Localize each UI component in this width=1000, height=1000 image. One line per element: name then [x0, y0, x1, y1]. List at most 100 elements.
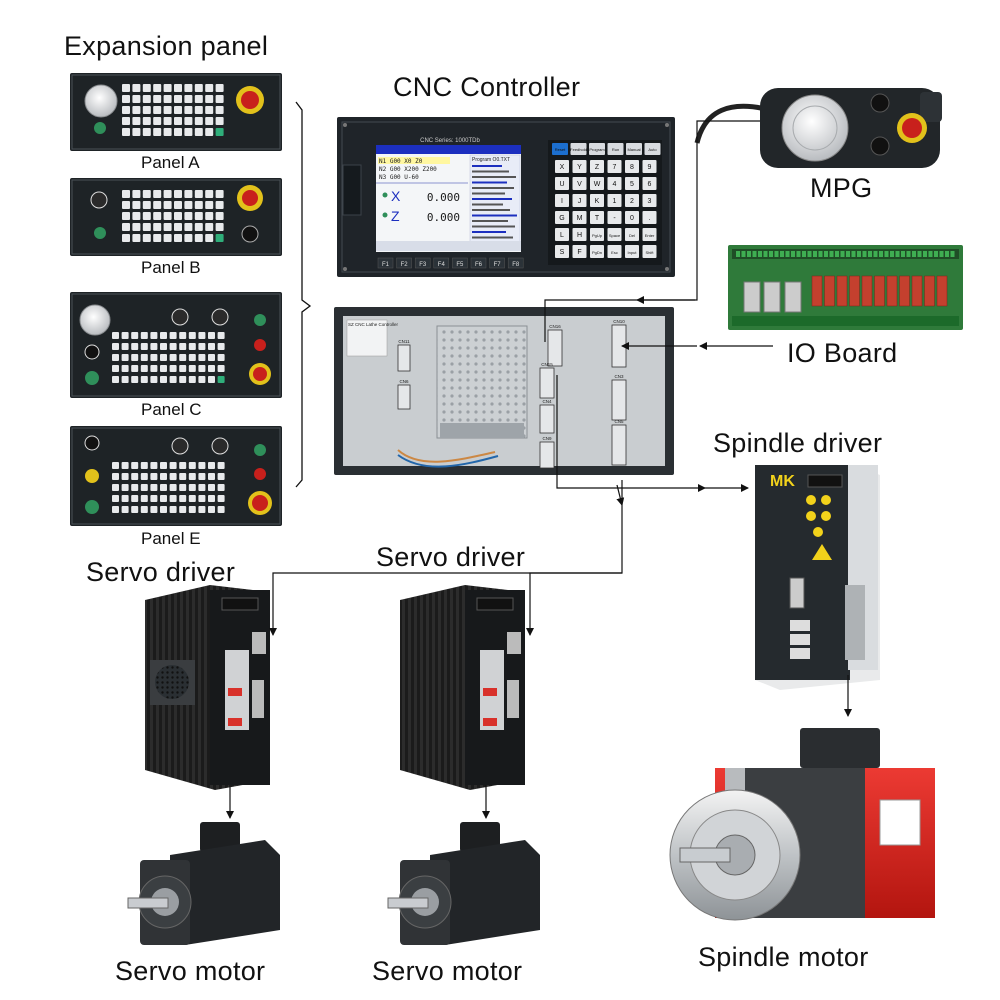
panel-key — [153, 117, 162, 125]
panel-key — [184, 190, 193, 198]
connector-label: CN6 — [399, 379, 408, 384]
softkey-f6 — [470, 257, 487, 269]
softkey-label: F3 — [419, 262, 427, 268]
keypad-key-label: 9 — [648, 164, 652, 171]
panel-key — [208, 495, 215, 502]
keypad-key — [607, 245, 622, 258]
rear-title-text: SZ CNC Lathe Controller — [348, 322, 399, 327]
panel-key — [184, 234, 193, 242]
keypad-key — [555, 194, 569, 207]
knob-icon — [171, 308, 189, 326]
keypad-key — [625, 160, 639, 173]
panel-key — [112, 495, 119, 502]
panel-key — [131, 354, 139, 361]
softkey-label: F6 — [475, 262, 483, 268]
keypad-key-label: W — [594, 181, 601, 188]
panel-key — [205, 117, 214, 125]
keypad-top-key — [607, 143, 624, 155]
keypad-key-label: 0 — [630, 215, 634, 222]
keypad-key — [642, 177, 657, 190]
panel-key — [132, 95, 141, 103]
panel-key — [184, 223, 193, 231]
keypad-key — [642, 194, 657, 207]
panel-c — [70, 292, 282, 398]
panel-key — [150, 365, 158, 372]
panel-key — [198, 462, 206, 469]
panel-key — [208, 354, 215, 361]
panel-key — [174, 190, 182, 198]
panel-key — [160, 376, 167, 383]
panel-key — [215, 128, 224, 136]
softkey-label: F1 — [382, 262, 390, 268]
panel-key — [140, 473, 148, 480]
panel-key — [112, 332, 119, 339]
axis-z-value: 0.000 — [427, 211, 460, 224]
keypad-top-key — [570, 143, 587, 155]
panel-b-keys — [122, 190, 224, 242]
panel-e — [70, 426, 282, 526]
keypad-key — [572, 211, 587, 224]
keypad-key-label: S — [560, 249, 565, 256]
panel-key — [150, 495, 158, 502]
panel-key — [112, 354, 119, 361]
panel-key — [208, 332, 215, 339]
keypad-key — [572, 245, 587, 258]
panel-key — [163, 201, 172, 209]
screen-line-2: N2 G00 X200 Z200 — [379, 166, 437, 173]
keypad-key-label: Shift — [645, 250, 654, 255]
keypad-key — [607, 194, 622, 207]
panel-key — [217, 365, 225, 372]
keypad-key — [625, 211, 639, 224]
connector-label: CN4 — [542, 399, 551, 404]
panel-key — [132, 201, 141, 209]
spindle-motor-title: Spindle motor — [698, 942, 869, 972]
panel-key — [217, 506, 225, 513]
panel-key — [112, 506, 119, 513]
panel-key — [194, 95, 203, 103]
panel-key — [140, 484, 148, 491]
panel-key — [208, 365, 215, 372]
panel-key — [121, 506, 129, 513]
panel-key — [142, 106, 151, 114]
handwheel-icon — [79, 304, 111, 336]
panel-key — [198, 473, 206, 480]
softkey-label: F8 — [512, 262, 520, 268]
panel-key — [174, 128, 182, 136]
panel-key — [184, 117, 193, 125]
panel-key — [112, 343, 119, 350]
connector-label: CN16 — [549, 324, 561, 329]
panel-key — [140, 365, 148, 372]
panel-key — [122, 106, 130, 114]
panel-key — [131, 332, 139, 339]
keypad-key — [572, 228, 587, 241]
panel-key — [112, 484, 119, 491]
keypad-key — [590, 160, 604, 173]
keypad-key-label: L — [560, 232, 564, 239]
connection-lines — [226, 120, 852, 819]
keypad-key — [625, 245, 639, 258]
panel-b — [70, 178, 282, 256]
panel-key — [198, 495, 206, 502]
panel-key — [122, 84, 130, 92]
keypad-key — [625, 194, 639, 207]
handwheel-icon — [781, 94, 849, 162]
keypad-key-label: - — [613, 215, 616, 222]
panel-key — [215, 190, 224, 198]
panel-key — [153, 223, 162, 231]
grouping-brace — [295, 101, 312, 488]
panel-key — [194, 223, 203, 231]
panel-key — [198, 506, 206, 513]
panel-key — [217, 376, 225, 383]
panel-key — [179, 462, 187, 469]
panel-key — [160, 495, 167, 502]
panel-key — [121, 354, 129, 361]
panel-key — [131, 365, 139, 372]
panel-key — [174, 223, 182, 231]
panel-key — [142, 84, 151, 92]
connector-label: CN3 — [614, 374, 623, 379]
green-button-icon — [85, 500, 99, 514]
panel-key — [169, 332, 177, 339]
panel-key — [198, 365, 206, 372]
softkey-label: F2 — [401, 262, 409, 268]
